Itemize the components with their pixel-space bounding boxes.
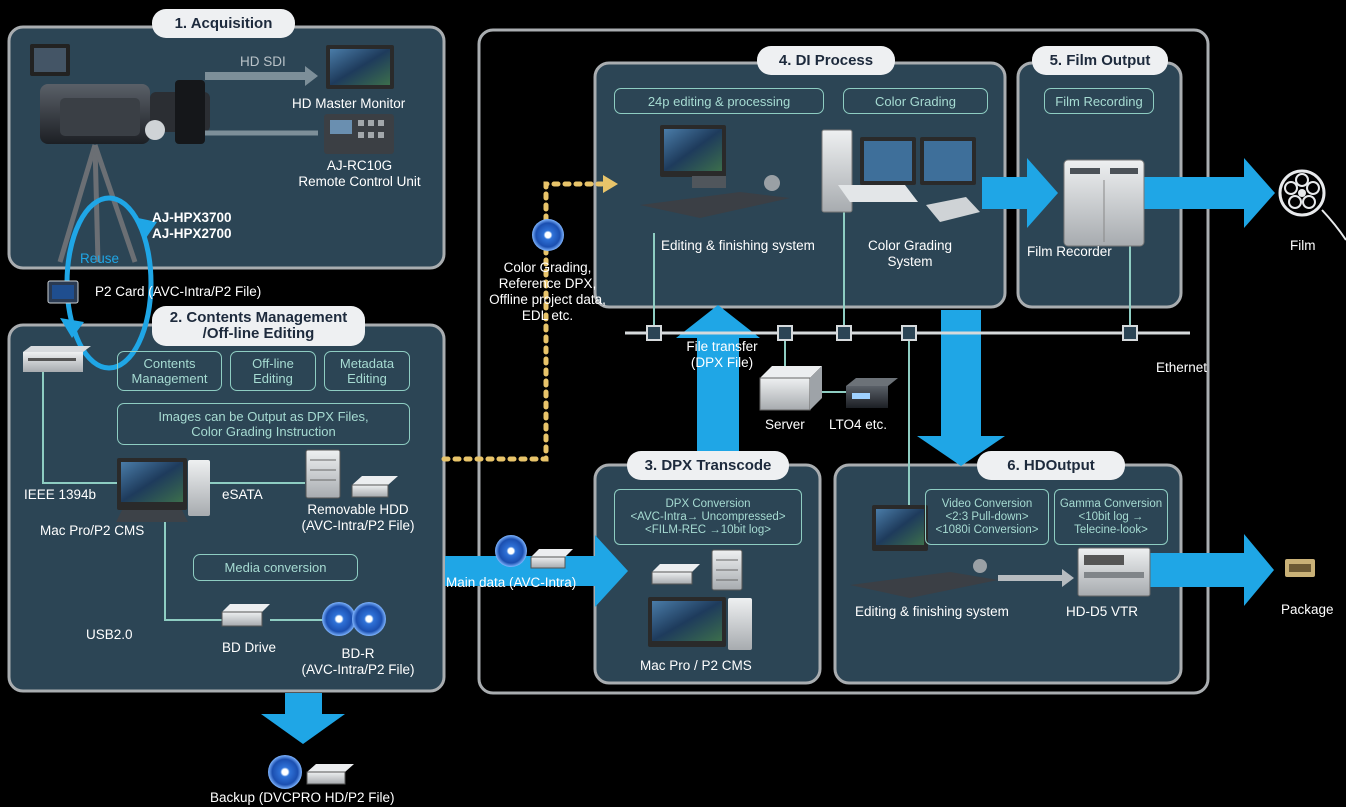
file-transfer-label: File transfer (DPX File) — [686, 339, 758, 370]
ethernet-label: Ethernet — [1156, 360, 1208, 375]
film-recorder-label: Film Recorder — [1027, 244, 1112, 259]
p2-card-label: P2 Card (AVC-Intra/P2 File) — [95, 284, 262, 299]
hd-editing-system-label: Editing & finishing system — [855, 604, 1009, 619]
main-data-media-icon — [495, 535, 573, 569]
lto-label: LTO4 etc. — [829, 417, 888, 432]
tag-gamma-conversion: Gamma Conversion <10bit log → Telecine-l… — [1054, 489, 1168, 545]
color-grading-disc-icon — [532, 219, 564, 251]
removable-hdd-icon — [305, 449, 398, 499]
package-tape-icon — [1285, 559, 1315, 577]
cms-links — [42, 372, 323, 621]
film-label: Film — [1290, 238, 1316, 253]
mac-pro-label: Mac Pro/P2 CMS — [40, 523, 145, 538]
dpx-transcode-title: 3. DPX Transcode — [627, 451, 789, 480]
ethernet-nodes — [646, 325, 1138, 341]
lto-drive-icon — [846, 378, 898, 408]
ethernet-drops — [653, 205, 1131, 535]
tag-metadata-editing: Metadata Editing — [324, 351, 410, 391]
remote-control-icon — [324, 114, 394, 154]
hd-output-title: 6. HDOutput — [977, 451, 1125, 480]
hd-master-monitor-label: HD Master Monitor — [292, 96, 406, 111]
main-workflow-frame — [477, 28, 1210, 695]
film-reel-icon — [1278, 169, 1346, 241]
bd-drive-icon — [221, 604, 270, 627]
arrow-package — [1148, 534, 1274, 606]
ieee-1394b-label: IEEE 1394b — [24, 487, 97, 502]
di-process-title: 4. DI Process — [757, 46, 895, 75]
usb-label: USB2.0 — [86, 627, 133, 642]
arrow-film-out — [1135, 158, 1275, 228]
acquisition-title: 1. Acquisition — [152, 9, 295, 38]
hd-sdi-label: HD SDI — [240, 54, 286, 69]
arrow-backup — [261, 693, 345, 744]
color-grading-data-label: Color Grading, Reference DPX, Offline pr… — [489, 260, 606, 323]
color-grading-system-icon — [821, 129, 980, 222]
arrow-file-transfer-up — [676, 305, 760, 452]
camera-icon — [30, 44, 210, 263]
arrow-film-recorder — [982, 158, 1058, 228]
remote-control-label: AJ-RC10G Remote Control Unit — [298, 158, 421, 189]
vtr-link-arrow — [998, 569, 1074, 587]
tag-24p-editing: 24p editing & processing — [614, 88, 824, 114]
main-data-label: Main data (AVC-Intra) — [446, 575, 577, 590]
mac-pro-icon — [116, 458, 210, 522]
tag-media-conversion: Media conversion — [193, 554, 358, 581]
tag-dpx-conversion: DPX Conversion <AVC-Intra→ Uncompressed>… — [614, 489, 802, 545]
bd-r-disc-icon — [322, 602, 386, 636]
backup-media-icon — [268, 755, 354, 789]
tag-images-dpx-output: Images can be Output as DPX Files, Color… — [117, 403, 410, 445]
hd-sdi-arrow — [205, 66, 318, 86]
dpx-hdd-icon — [651, 549, 743, 591]
backup-label: Backup (DVCPRO HD/P2 File) — [210, 790, 395, 805]
esata-label: eSATA — [222, 487, 263, 502]
arrow-main-data — [445, 535, 628, 607]
server-label: Server — [765, 417, 805, 432]
hd-master-monitor-icon — [326, 45, 394, 89]
editing-system-label: Editing & finishing system — [661, 238, 815, 253]
contents-mgmt-title: 2. Contents Management /Off-line Editing — [152, 306, 365, 346]
tag-video-conversion: Video Conversion <2:3 Pull-down> <1080i … — [925, 489, 1049, 545]
reuse-label: Reuse — [80, 251, 120, 266]
tag-film-recording: Film Recording — [1044, 88, 1154, 114]
dpx-mac-pro-icon — [648, 597, 752, 650]
dpx-mac-pro-label: Mac Pro / P2 CMS — [640, 658, 752, 673]
tag-contents-management: Contents Management — [117, 351, 222, 391]
arrow-hd-output-down — [917, 310, 1005, 466]
p2-drive-icon — [23, 346, 91, 372]
p2-card-icon — [47, 280, 79, 304]
dotted-data-link — [441, 181, 610, 462]
package-label: Package — [1281, 602, 1334, 617]
camera-models-label: AJ-HPX3700 AJ-HPX2700 — [152, 210, 232, 241]
bd-drive-label: BD Drive — [222, 640, 277, 655]
film-recorder-icon — [1063, 159, 1145, 247]
bd-r-label: BD-R (AVC-Intra/P2 File) — [301, 646, 415, 677]
film-output-title: 5. Film Output — [1032, 46, 1168, 75]
editing-system-icon — [640, 125, 790, 218]
hd-d5-vtr-label: HD-D5 VTR — [1066, 604, 1139, 619]
hd-editing-system-icon — [850, 505, 998, 598]
color-grading-system-label: Color Grading System — [867, 238, 953, 269]
tag-color-grading: Color Grading — [843, 88, 988, 114]
hd-d5-vtr-icon — [1077, 547, 1151, 597]
tag-offline-editing: Off-line Editing — [230, 351, 316, 391]
server-icon — [759, 366, 822, 411]
removable-hdd-label: Removable HDD (AVC-Intra/P2 File) — [301, 502, 415, 533]
